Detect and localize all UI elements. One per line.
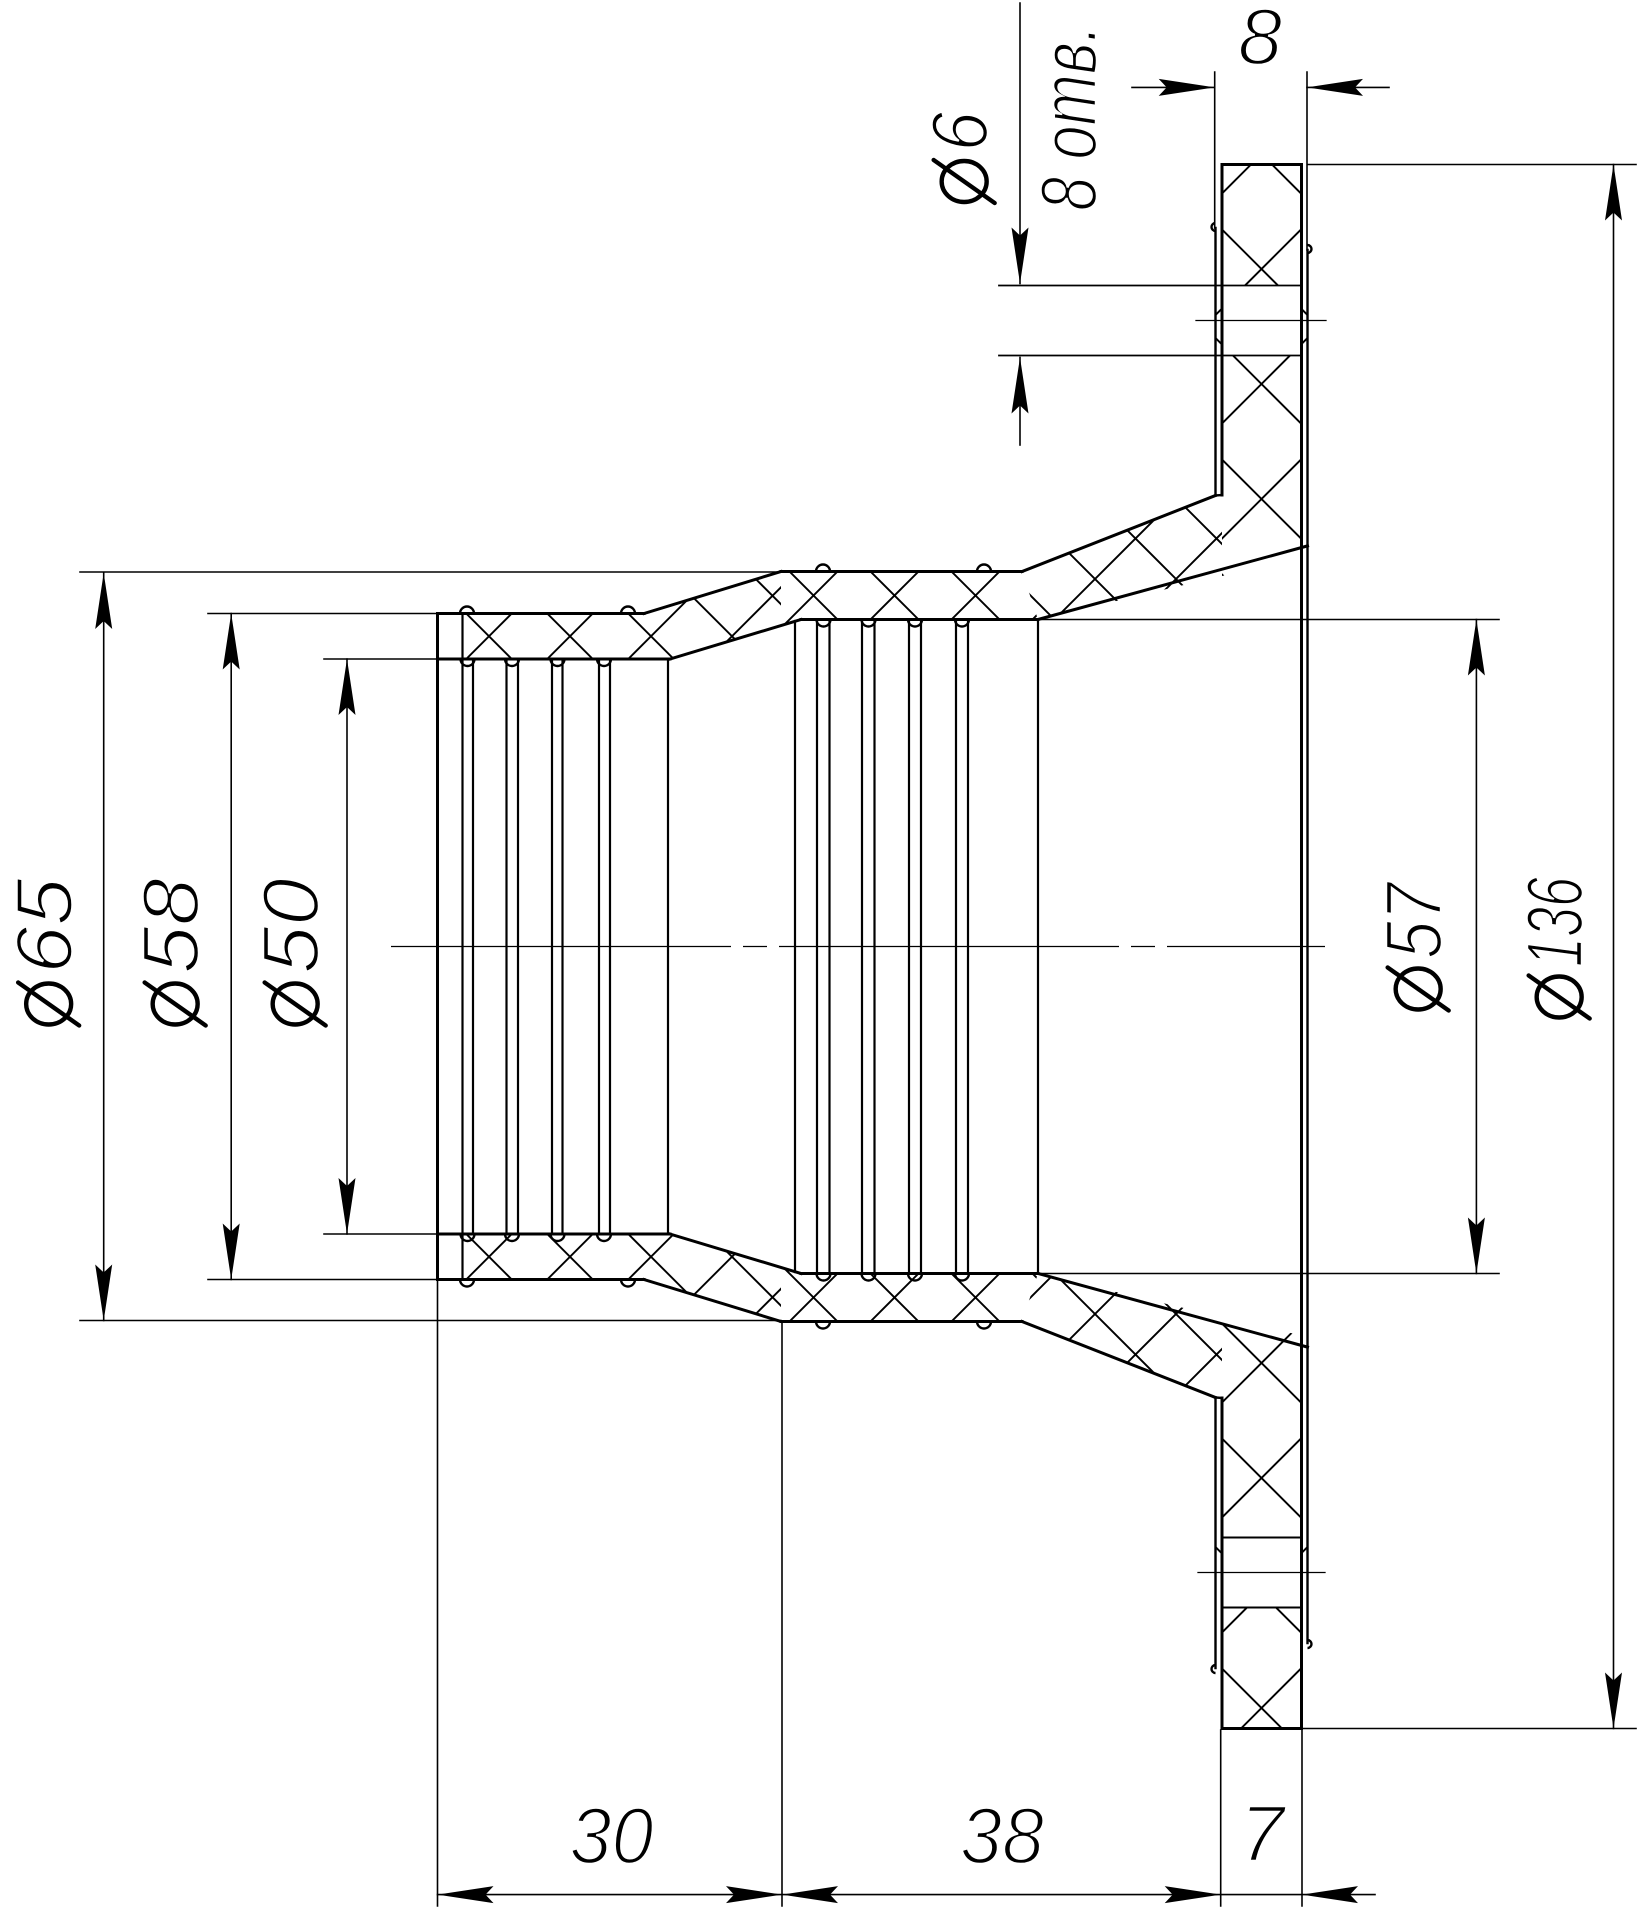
svg-text:50: 50 <box>246 878 335 974</box>
svg-text:136: 136 <box>1510 877 1599 967</box>
svg-text:65: 65 <box>0 877 89 974</box>
svg-text:38: 38 <box>960 1791 1044 1880</box>
svg-text:58: 58 <box>126 877 215 974</box>
svg-text:6: 6 <box>915 111 1004 151</box>
svg-text:8 отв.: 8 отв. <box>1024 25 1113 211</box>
svg-text:8: 8 <box>1238 0 1283 81</box>
svg-text:30: 30 <box>570 1791 654 1880</box>
svg-text:7: 7 <box>1240 1789 1287 1878</box>
svg-text:57: 57 <box>1369 881 1458 959</box>
